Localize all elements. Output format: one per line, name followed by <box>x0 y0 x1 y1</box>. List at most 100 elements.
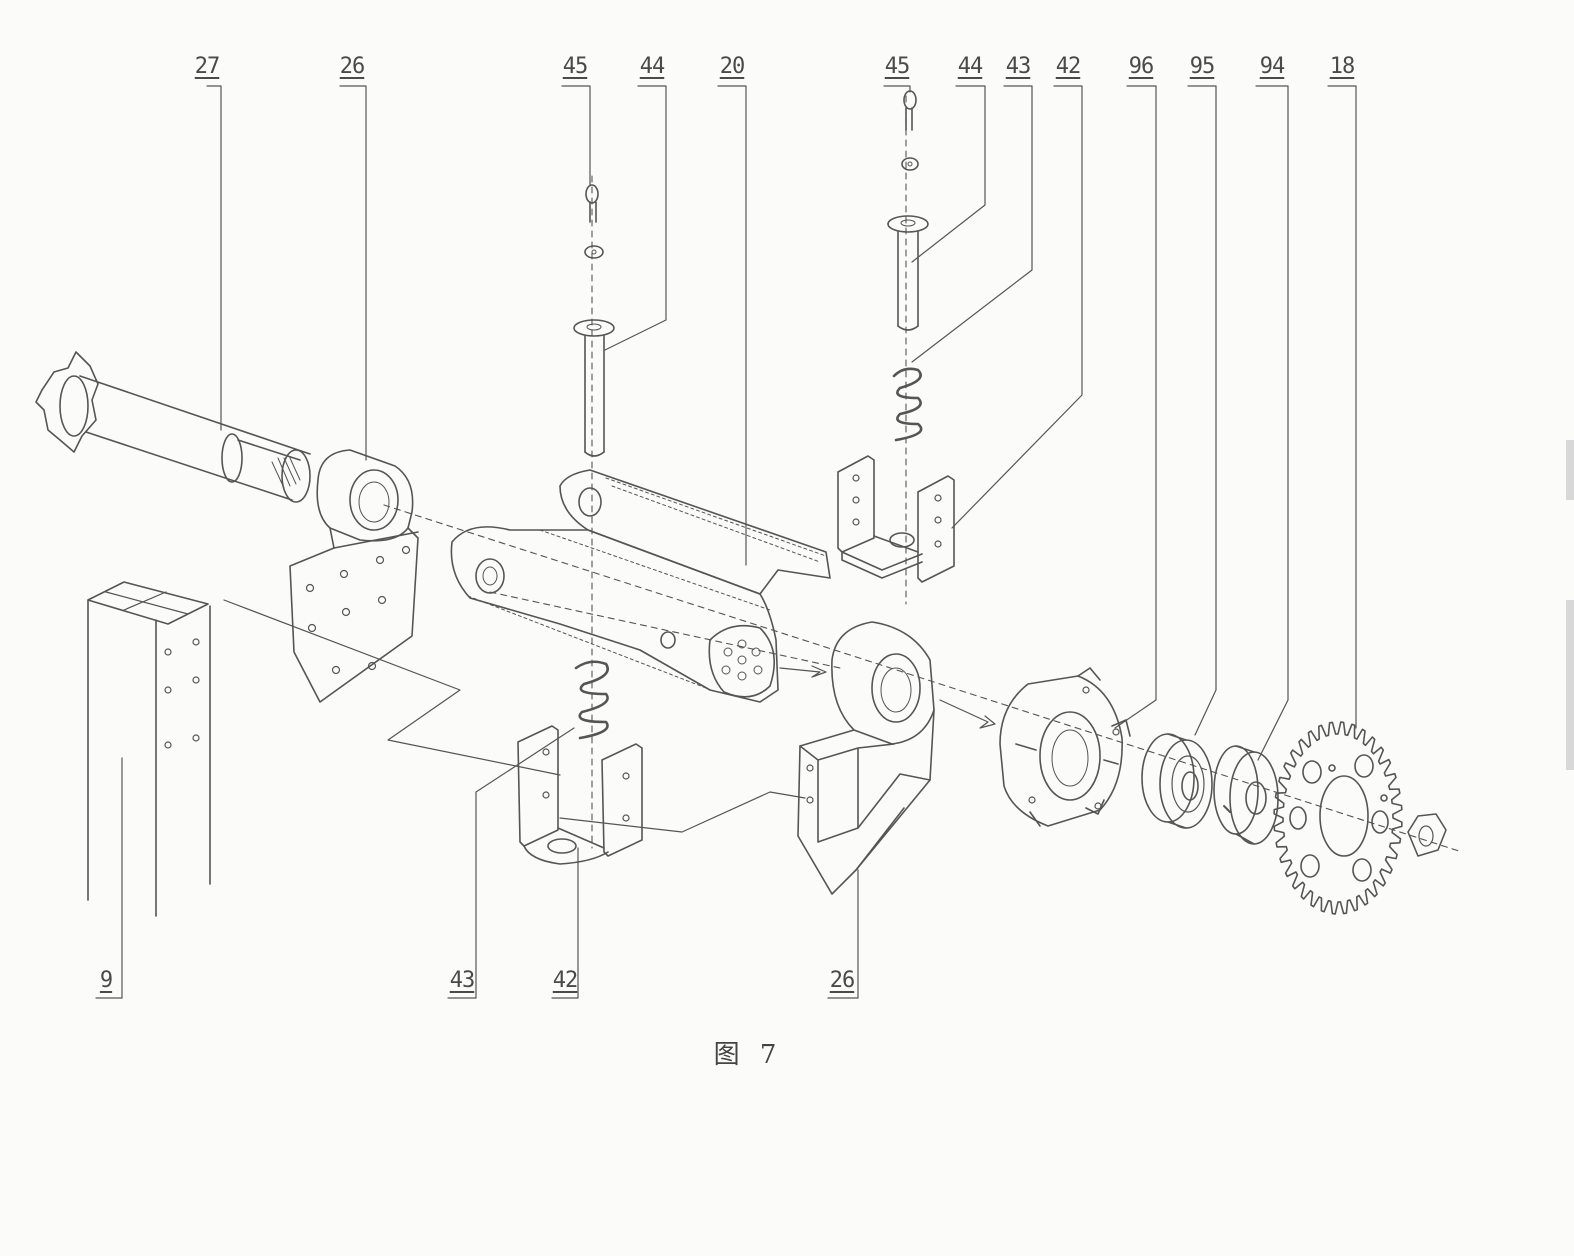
callout-44-left: 44 <box>639 54 665 79</box>
pin-left-head-hole <box>586 323 602 331</box>
bearing-bore <box>1181 771 1199 801</box>
leader-lines <box>95 85 1357 999</box>
nut-right-small-hole <box>907 161 913 167</box>
arm-body-hatch <box>467 529 771 689</box>
spring-right <box>892 367 923 442</box>
bracket-holes-right <box>806 764 814 804</box>
clevis-left-hole <box>547 838 577 854</box>
clevis-bracket-right <box>837 455 955 583</box>
flange-stud-right <box>1103 759 1119 765</box>
callout-9: 9 <box>99 968 113 993</box>
arm-bearing-seat <box>708 624 776 698</box>
arm-pivot-hole-inner <box>482 566 498 586</box>
flange-bolt-2 <box>1112 728 1120 736</box>
tube-top-divider-2 <box>123 591 167 611</box>
shaft-top-edge <box>79 375 311 455</box>
pin-right-tip <box>897 325 919 331</box>
flange-bore <box>1039 711 1101 801</box>
flange-bolt-3 <box>1094 802 1102 810</box>
small-gear <box>35 351 99 453</box>
bearing-bottom-edge <box>1167 821 1187 829</box>
sprocket-holes <box>1289 754 1389 882</box>
callout-94: 94 <box>1259 54 1285 79</box>
leader-44-left <box>604 85 667 351</box>
arm-bearing-balls <box>721 639 763 681</box>
arrow-to-flange <box>939 699 996 729</box>
arm-side-hole <box>660 631 676 649</box>
bracket-holes-left <box>305 545 411 675</box>
callout-43-right: 43 <box>1005 54 1031 79</box>
figure-caption: 图 7 <box>713 1040 783 1070</box>
leader-44-right <box>911 85 986 263</box>
clevis-right-left-flange <box>837 455 875 553</box>
leader-9 <box>95 757 123 999</box>
bearing-outer-back <box>1141 733 1195 823</box>
leader-18 <box>1327 85 1357 729</box>
bracket-plate-fold <box>333 531 419 549</box>
bracket-bearing-inner-left <box>358 481 390 523</box>
bracket-plate-left <box>289 527 419 703</box>
nut-hex <box>1407 813 1447 857</box>
bearing-bracket-left <box>289 449 419 703</box>
shaft-spline-end <box>281 449 311 503</box>
ball-bearing <box>1141 733 1213 829</box>
bracket-eye-left <box>316 449 414 542</box>
leader-20 <box>717 85 747 566</box>
small-gear-hub <box>59 375 89 437</box>
bracket-bearing-right <box>871 653 921 723</box>
callout-42-right: 42 <box>1055 54 1081 79</box>
pin-left <box>573 319 615 457</box>
shaft-bottom-edge <box>85 431 293 501</box>
freewheel-hub <box>1213 745 1279 845</box>
bearing-race <box>1171 755 1205 813</box>
flange-bore-inner <box>1051 729 1089 787</box>
callout-26-bottom: 26 <box>829 968 855 993</box>
bracket-bearing-inner-right <box>880 667 912 713</box>
callout-20: 20 <box>719 54 745 79</box>
leader-43-right <box>911 85 1033 363</box>
flange-stud-left <box>1015 743 1037 751</box>
clevis-left-holes <box>542 748 630 822</box>
hub-keyway <box>1223 805 1231 813</box>
sprocket-bore <box>1319 775 1369 857</box>
leader-42-bottom <box>551 847 579 999</box>
callout-43-bottom: 43 <box>449 968 475 993</box>
callout-95: 95 <box>1189 54 1215 79</box>
eye-bolt-right-ring <box>903 90 917 110</box>
leader-26-bottom <box>827 869 859 999</box>
scan-edge-mark <box>1566 440 1574 500</box>
spring-left <box>574 660 609 740</box>
tube-top-face <box>87 581 209 625</box>
clevis-right-holes <box>852 474 942 548</box>
callout-45-right: 45 <box>884 54 910 79</box>
scan-edge-mark <box>1566 600 1574 770</box>
pin-right-head <box>887 215 929 233</box>
hub-bottom-edge <box>1235 833 1255 845</box>
drive-shaft-with-gear <box>35 351 311 503</box>
pin-right <box>887 215 929 331</box>
clevis-bracket-left <box>517 725 643 865</box>
flange-housing <box>999 667 1131 827</box>
leader-26-top <box>339 85 367 461</box>
arm-body <box>450 526 779 703</box>
bearing-bracket-right <box>797 621 935 895</box>
nut-left-small-hole <box>591 249 597 255</box>
leader-43-bottom <box>447 727 575 999</box>
arm-pivot-hole <box>475 558 505 594</box>
tube-top-divider-1 <box>105 591 189 615</box>
nut-hole <box>1418 825 1434 847</box>
arrow-to-bracket <box>779 665 827 678</box>
sprocket-pin-2 <box>1380 794 1388 802</box>
hub-center <box>1245 781 1267 815</box>
leader-27 <box>206 85 222 431</box>
clevis-right-hole <box>889 532 915 548</box>
bracket-bearing-left <box>349 469 399 531</box>
callout-45-left: 45 <box>562 54 588 79</box>
clevis-right-right-flange <box>917 475 955 583</box>
pin-right-head-hole <box>900 219 916 227</box>
leader-94 <box>1255 85 1289 761</box>
assembly-centerlines <box>383 95 1463 853</box>
leader-42-right <box>951 85 1083 529</box>
callout-18: 18 <box>1329 54 1355 79</box>
